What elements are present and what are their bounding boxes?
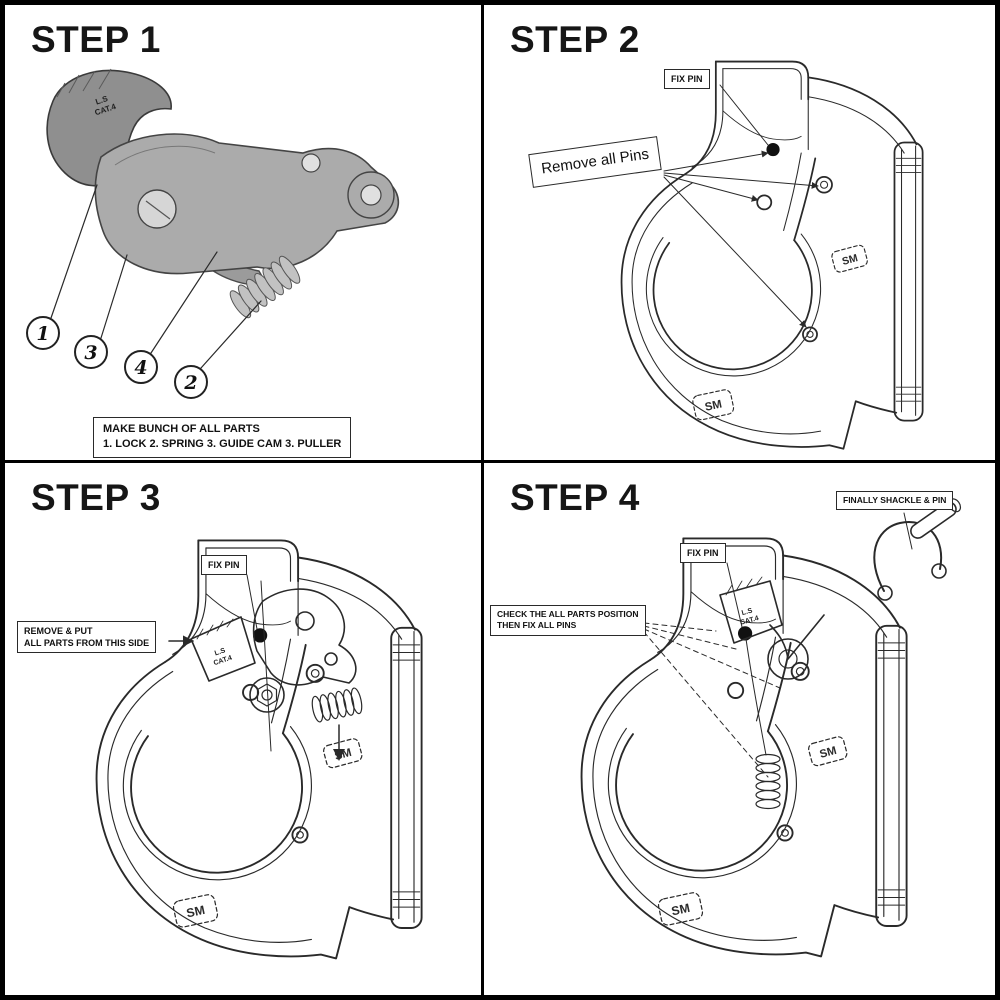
svg-text:4: 4: [134, 357, 147, 379]
assembled-spring-drawing: [755, 753, 781, 810]
lock-marking: L.S: [741, 607, 754, 617]
assembled-lock-drawing: L.S CAT.4: [719, 576, 825, 680]
remove-and-put-line1: REMOVE & PUT: [24, 626, 93, 636]
down-arrow: [333, 724, 345, 761]
panel-step-3: STEP 3 L.S CAT.4: [5, 463, 481, 995]
lock-part: L.S CAT.4: [46, 68, 172, 187]
fix-pin-label: FIX PIN: [680, 543, 726, 564]
remove-and-put-line2: ALL PARTS FROM THIS SIDE: [24, 638, 150, 649]
parts-note-line2: 1. LOCK 2. SPRING 3. GUIDE CAM 3. PULLER: [103, 438, 342, 451]
spring-part-drawing: [311, 687, 363, 723]
panel-step-2: STEP 2 FIX PIN Remove all Pins: [484, 5, 995, 460]
callout-1: 1: [26, 316, 60, 350]
leader-lines: [663, 84, 819, 328]
callout-leader-lines: [50, 184, 262, 369]
finally-shackle-label: FINALLY SHACKLE & PIN: [836, 491, 954, 511]
cam-plate-part: [94, 133, 400, 275]
svg-text:2: 2: [183, 372, 197, 394]
shackle-leader: [903, 512, 913, 550]
spring-part: [229, 255, 301, 319]
check-parts-line1: CHECK THE ALL PARTS POSITION: [497, 609, 639, 619]
lock-part-drawing: L.S CAT.4: [190, 616, 256, 682]
svg-text:1: 1: [36, 323, 49, 345]
callout-2: 2: [174, 365, 208, 399]
callout-3: 3: [74, 335, 108, 369]
lock-marking: L.S: [94, 94, 109, 107]
panel-step-4: STEP 4: [484, 463, 995, 995]
step-3-title: STEP 3: [31, 477, 161, 518]
hook-drawing: L.S CAT.4: [95, 539, 423, 960]
cam-part-drawing: [252, 588, 357, 686]
callout-4: 4: [124, 350, 158, 384]
step-1-title: STEP 1: [31, 19, 161, 60]
panel-step-1: STEP 1 L.S CAT.4: [5, 5, 481, 460]
svg-text:3: 3: [84, 342, 97, 364]
step-4-title: STEP 4: [510, 477, 640, 518]
check-parts-label: CHECK THE ALL PARTS POSITION THEN FIX AL…: [490, 605, 646, 636]
nut-part-drawing: [249, 677, 285, 713]
parts-note: MAKE BUNCH OF ALL PARTS 1. LOCK 2. SPRIN…: [93, 417, 352, 458]
check-leader-lines: [643, 622, 781, 778]
lock-marking: L.S: [214, 647, 227, 657]
check-parts-line2: THEN FIX ALL PINS: [497, 620, 577, 631]
shackle-drawing: [873, 498, 962, 601]
hook-drawing: L.S CAT.4: [580, 498, 962, 958]
parts-note-line1: MAKE BUNCH OF ALL PARTS: [103, 423, 260, 435]
fix-pin-leader: [726, 562, 743, 628]
lock-marking: CAT.4: [739, 615, 759, 627]
exploded-parts-drawing: L.S CAT.4: [26, 68, 400, 399]
fix-pin-label: FIX PIN: [664, 69, 710, 90]
remove-and-put-label: REMOVE & PUT ALL PARTS FROM THIS SIDE: [17, 621, 157, 654]
fix-pin-label: FIX PIN: [201, 555, 247, 576]
pin-axis-line: [745, 638, 767, 756]
hook-drawing: [620, 60, 924, 450]
step-2-title: STEP 2: [510, 19, 640, 60]
